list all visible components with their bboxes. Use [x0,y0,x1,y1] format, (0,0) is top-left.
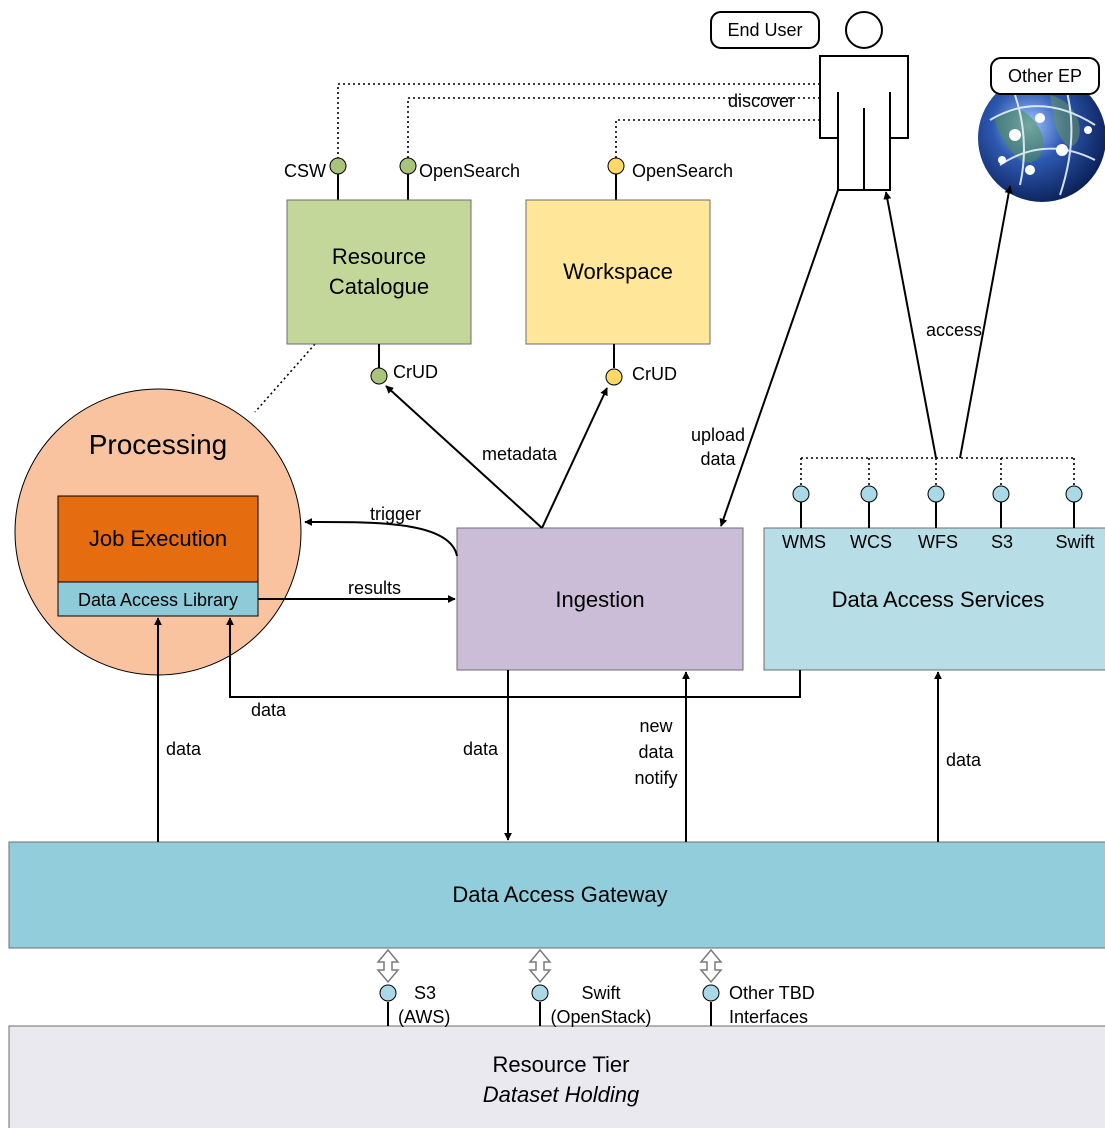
wfs-label: WFS [918,532,958,552]
flow-arrows [154,185,1013,842]
discover-connectors [254,83,820,413]
data-access-services[interactable]: Data Access Services WMS WCS WFS S3 Swif… [763,457,1105,671]
csw-label: CSW [284,161,326,181]
job-execution-box[interactable] [57,495,259,583]
services-solid-stubs [800,502,1075,528]
metadata-to-catalogue-arrow [385,385,543,529]
data-access-gateway-title: Data Access Gateway [452,882,667,907]
data-access-gateway-box [8,841,1105,949]
catalogue-crud-label: CrUD [393,362,438,382]
access-other-ep-arrow [959,185,1013,459]
resource-tier-title: Resource Tier [493,1052,630,1077]
catalogue-crud-interface-dot[interactable] [370,367,388,385]
user-head-icon [845,11,883,49]
globe-network-lines [989,84,1096,196]
catalogue-opensearch-interface-dot[interactable] [399,157,417,175]
s3-storage-interface-dot[interactable] [379,984,397,1002]
workspace-opensearch-interface-dot[interactable] [607,157,625,175]
s3-service-interface-dot[interactable] [992,485,1010,503]
resource-tier-box [8,1025,1105,1128]
end-user-actor[interactable]: End User [710,11,909,191]
services-dotted-bus [800,457,1075,486]
swift-service-interface-dot[interactable] [1065,485,1083,503]
resource-tier-subtitle: Dataset Holding [483,1082,640,1107]
processing[interactable]: Processing Job Execution Data Access Lib… [14,388,302,676]
data-access-library-box[interactable] [57,581,259,617]
access-label: access [926,320,982,340]
new-data-notify-line1: new [639,716,673,736]
results-label: results [348,578,401,598]
data-access-gateway[interactable]: Data Access Gateway [8,841,1105,949]
storage-interfaces: S3 (AWS) Swift (OpenStack) Other TBD Int… [376,948,815,1027]
upload-label-line2: data [700,449,736,469]
resource-catalogue-box [286,199,472,345]
workspace[interactable]: OpenSearch Workspace CrUD [525,157,733,386]
metadata-to-workspace-arrow [541,387,608,529]
new-data-notify-line2: data [638,742,674,762]
upload-label-line1: upload [691,425,745,445]
ingestion-title: Ingestion [555,587,644,612]
data-access-services-title: Data Access Services [832,587,1045,612]
processing-title: Processing [89,429,228,460]
ingestion-gateway-data-label: data [463,739,499,759]
ingestion-box [456,527,744,671]
upload-data-arrow [719,189,839,527]
other-storage-interface-dot[interactable] [702,984,720,1002]
new-data-notify-line3: notify [634,768,677,788]
other-ep-label-box [990,57,1100,95]
wcs-interface-dot[interactable] [860,485,878,503]
csw-interface-dot[interactable] [329,157,347,175]
swift-service-label: Swift [1055,532,1094,552]
metadata-label: metadata [482,444,558,464]
data-access-services-box [763,527,1105,671]
discover-label: discover [728,91,795,111]
other-ep-label: Other EP [1008,66,1082,86]
globe-network-nodes [998,113,1092,175]
data-access-library-title: Data Access Library [78,590,238,610]
s3-storage-label-line2: (AWS) [398,1007,450,1027]
s3-service-label: S3 [991,532,1013,552]
workspace-crud-interface-dot[interactable] [605,368,623,386]
wcs-label: WCS [850,532,892,552]
trigger-arrow [304,517,458,557]
resource-tier[interactable]: Resource Tier Dataset Holding [8,1025,1105,1128]
wms-interface-dot[interactable] [792,485,810,503]
storage-double-arrows [376,948,723,984]
swift-storage-label-line1: Swift [581,983,620,1003]
workspace-opensearch-label: OpenSearch [632,161,733,181]
swift-storage-label-line2: (OpenStack) [550,1007,651,1027]
other-ep-globe[interactable]: Other EP [978,57,1105,202]
s3-storage-label-line1: S3 [414,983,436,1003]
resource-catalogue-title-line1: Resource [332,244,426,269]
access-user-arrow [883,191,937,459]
workspace-crud-label: CrUD [632,364,677,384]
wms-label: WMS [782,532,826,552]
services-data-label: data [251,700,287,720]
trigger-label: trigger [370,504,421,524]
services-to-library-data-arrow [226,617,801,698]
workspace-title: Workspace [563,259,673,284]
gateway-services-data-label: data [946,750,982,770]
resource-catalogue[interactable]: CSW OpenSearch Resource Catalogue CrUD [284,157,520,385]
resource-catalogue-title-line2: Catalogue [329,274,429,299]
ingestion[interactable]: Ingestion [456,527,744,671]
swift-storage-interface-dot[interactable] [531,984,549,1002]
job-execution-title: Job Execution [89,526,227,551]
catalogue-opensearch-label: OpenSearch [419,161,520,181]
wfs-interface-dot[interactable] [927,485,945,503]
end-user-label-box [710,11,820,49]
end-user-label: End User [727,20,802,40]
other-storage-label-line1: Other TBD [729,983,815,1003]
workspace-box [525,199,711,345]
other-storage-label-line2: Interfaces [729,1007,808,1027]
gateway-processing-data-label: data [166,739,202,759]
